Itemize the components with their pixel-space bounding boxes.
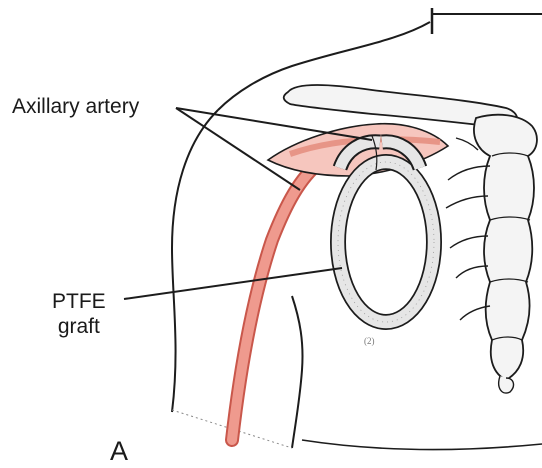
- panel-letter: A: [110, 436, 128, 466]
- axillary-artery-vessel: [232, 162, 320, 440]
- ptfe-graft-label: PTFE graft: [52, 289, 106, 339]
- sternum-ribcage: [446, 115, 537, 393]
- ptfe-graft-label-line2: graft: [52, 314, 106, 339]
- ptfe-graft-loop: [338, 162, 434, 322]
- chest-outline: [302, 440, 542, 450]
- axillary-artery-label: Axillary artery: [12, 94, 139, 119]
- ptfe-graft-label-line1: PTFE: [52, 289, 106, 314]
- small-mark: (2): [364, 336, 375, 346]
